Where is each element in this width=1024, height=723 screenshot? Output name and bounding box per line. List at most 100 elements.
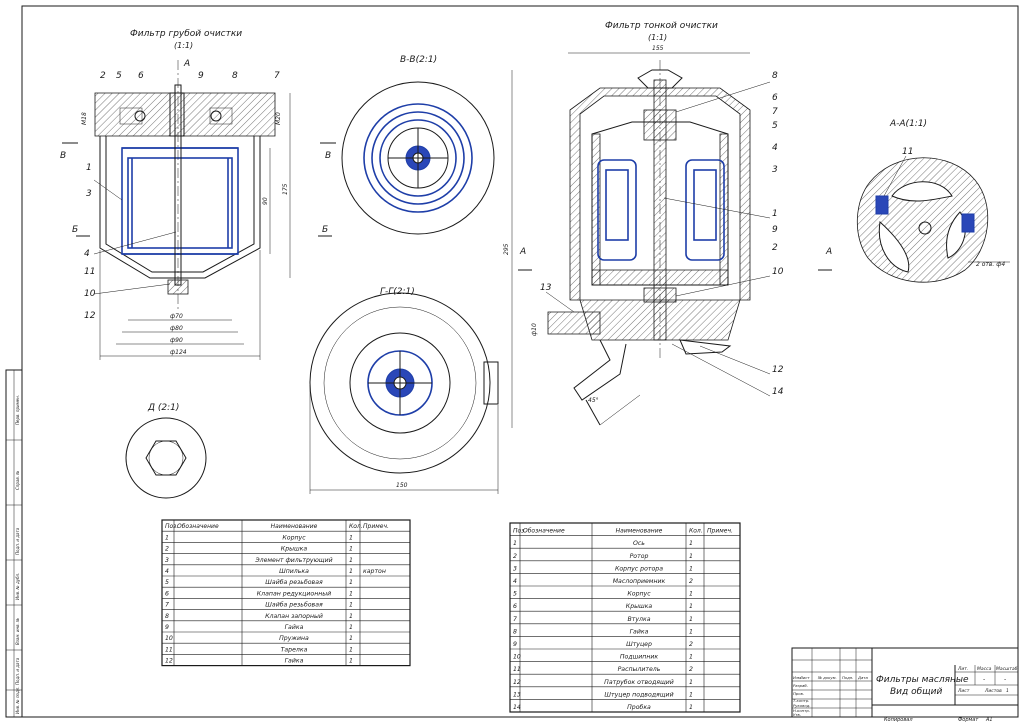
tb-person: Пров.	[793, 691, 804, 696]
strip-label: Перв. примен.	[15, 395, 20, 425]
table-cell: Шпилька	[279, 568, 309, 575]
strip-label: Взам. инв. №	[15, 618, 20, 645]
table-cell: 1	[689, 616, 693, 623]
callout: 8	[772, 71, 778, 81]
table-cell: 1	[349, 658, 353, 665]
dim-m18: М18	[81, 112, 88, 125]
callout: 6	[138, 71, 144, 81]
table-cell: 9	[165, 624, 169, 631]
fine-filter-title: Фильтр тонкой очистки	[605, 21, 718, 31]
callout: 11	[902, 147, 913, 157]
callout: 8	[232, 71, 238, 81]
callout: 2	[772, 243, 778, 253]
table-header-cell: Наименование	[271, 523, 318, 530]
table-cell: Шайба резьбовая	[265, 601, 323, 609]
table-cell: Ротор	[630, 553, 649, 560]
tb-person: Руковод.	[793, 703, 811, 708]
table-cell: 10	[165, 635, 173, 642]
callout: 10	[84, 289, 96, 299]
section-aa-view: А-А(1:1) 11 2 отв. ф4	[856, 119, 1010, 283]
dim-d124: ф124	[170, 349, 187, 356]
cut-label-b: Б	[72, 225, 78, 235]
table-cell: 1	[689, 553, 693, 560]
callout: 6	[772, 93, 778, 103]
table-cell: Клапан редукционный	[257, 590, 331, 597]
table-cell: Тарелка	[281, 646, 308, 653]
table-cell: 1	[349, 534, 353, 541]
callout: 3	[86, 189, 92, 199]
table-cell: Корпус ротора	[615, 565, 663, 572]
dim-d10: ф10	[531, 323, 538, 336]
table-cell: 6	[165, 590, 169, 597]
drawing-name-sub: Вид общий	[890, 687, 942, 697]
callout: 1	[772, 209, 778, 219]
table-cell: 7	[165, 602, 169, 609]
dim-angle: 45°	[588, 397, 599, 404]
table-cell: Гайка	[630, 628, 649, 635]
table-cell: Маслоприемник	[613, 578, 666, 585]
tb-person: Утв.	[793, 712, 801, 717]
section-gg-title: Г-Г(2:1)	[380, 287, 415, 297]
tb-scale-val: -	[1004, 676, 1006, 683]
fine-filter-view: Фильтр тонкой очистки (1:1) 155 295	[503, 21, 832, 428]
callout: 7	[772, 107, 778, 117]
table-cell: 8	[513, 628, 517, 635]
table-cell: 1	[349, 646, 353, 653]
table-cell: 4	[513, 578, 517, 585]
table-cell: Крышка	[281, 546, 308, 553]
table-cell: Патрубок отводящий	[604, 678, 674, 686]
table-cell: 1	[689, 603, 693, 610]
table-cell: Крышка	[626, 603, 653, 610]
table-cell: 11	[165, 646, 173, 653]
callout: 9	[198, 71, 204, 81]
table-cell: 2	[689, 666, 693, 673]
tb-scale: Масштаб	[996, 666, 1018, 672]
table-cell: Корпус	[627, 591, 651, 598]
table-cell: Пробка	[627, 703, 651, 711]
dim-d80: ф80	[170, 325, 183, 332]
table-cell: Пружина	[279, 635, 309, 642]
table-cell: 1	[689, 628, 693, 635]
table-cell: 1	[349, 590, 353, 597]
table-cell: 1	[689, 565, 693, 572]
tb-person: Н.контр.	[793, 708, 810, 713]
callout: 9	[772, 225, 778, 235]
table-cell: 1	[349, 602, 353, 609]
table-cell: 1	[689, 654, 693, 661]
tb-person: Т.контр.	[793, 698, 809, 703]
tb-format: Формат	[958, 717, 979, 723]
table-cell: картон	[363, 568, 386, 575]
drawing-frame	[21, 5, 1019, 718]
table-cell: 1	[513, 540, 517, 547]
fine-filter-scale: (1:1)	[648, 33, 667, 42]
callout: 3	[772, 165, 778, 175]
table-cell: 1	[165, 534, 169, 541]
tb-format-val: А1	[985, 717, 993, 723]
callout: 13	[540, 283, 552, 293]
table-cell: 2	[689, 641, 693, 648]
table-cell: 12	[513, 679, 521, 686]
coarse-filter-scale: (1:1)	[174, 41, 193, 50]
cut-label-a: А	[519, 247, 526, 257]
tb-mass: Масса	[977, 666, 992, 672]
tb-role: № докум.	[817, 675, 837, 680]
table-cell: 2	[513, 553, 517, 560]
callout: 11	[84, 267, 95, 277]
table-cell: 9	[513, 641, 517, 648]
table-cell: 1	[349, 579, 353, 586]
strip-label: Подп. и дата	[15, 657, 20, 685]
table-cell: Корпус	[282, 534, 306, 541]
table-cell: 2	[689, 578, 693, 585]
callout: 12	[84, 311, 96, 321]
table-cell: Втулка	[628, 616, 651, 623]
table-cell: 8	[165, 613, 169, 620]
callout: 5	[116, 71, 122, 81]
tb-mass-val: -	[983, 676, 985, 683]
drawing-name: Фильтры масляные	[876, 675, 969, 685]
strip-label: Подп. и дата	[15, 527, 20, 555]
table-cell: 6	[513, 603, 517, 610]
table-cell: Штуцер подводящий	[604, 691, 673, 698]
table-cell: 11	[513, 666, 521, 673]
cut-label-a: А	[825, 247, 832, 257]
